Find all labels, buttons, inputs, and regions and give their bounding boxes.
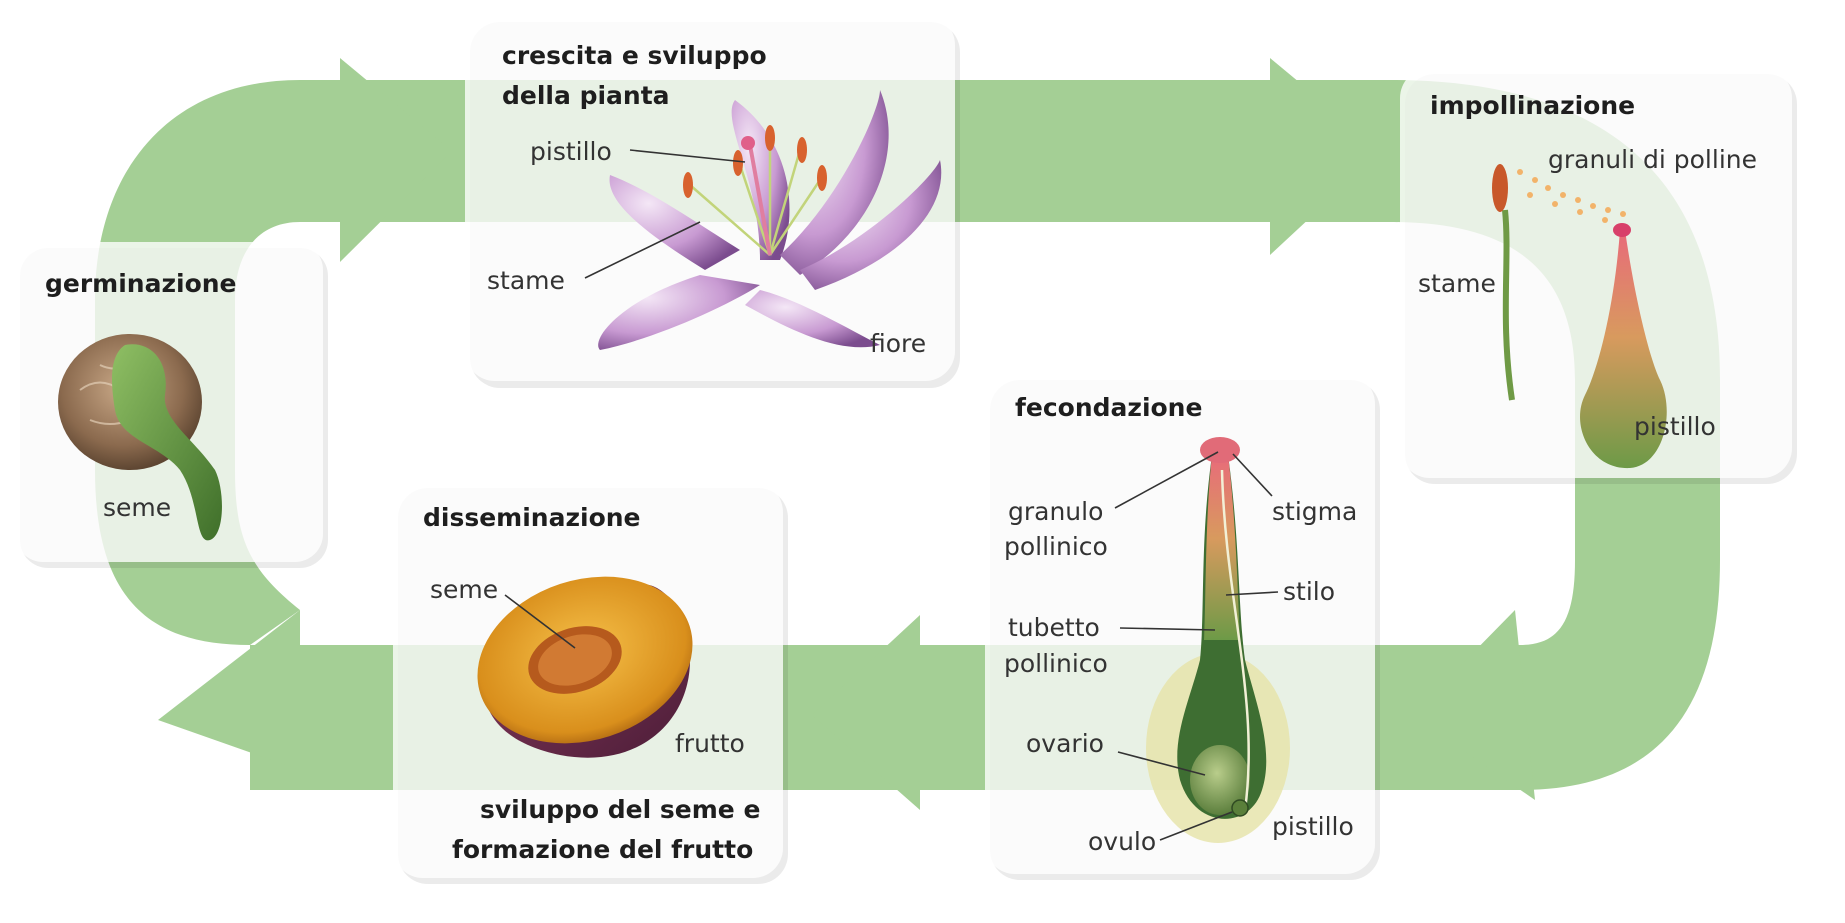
germinazione-seed-label: seme	[103, 493, 171, 522]
card-disseminazione: disseminazione seme frutto sviluppo del …	[393, 482, 788, 884]
disseminazione-fruit-label: frutto	[675, 729, 745, 758]
fecondazione-tube-line1: tubetto	[1008, 613, 1100, 642]
crescita-stamen-label: stame	[487, 266, 565, 295]
fecondazione-pollen-grain-line1: granulo	[1008, 497, 1103, 526]
fecondazione-pollen-grain-line2: pollinico	[1004, 532, 1108, 561]
crescita-title-line2: della pianta	[502, 81, 670, 110]
impollinazione-title: impollinazione	[1430, 91, 1635, 120]
crescita-flower-label: fiore	[870, 329, 926, 358]
sviluppo-title-line1: sviluppo del seme e	[480, 795, 760, 824]
fecondazione-style-label: stilo	[1283, 577, 1335, 606]
impollinazione-pollen-label: granuli di polline	[1548, 145, 1757, 174]
fecondazione-title: fecondazione	[1015, 393, 1202, 422]
card-fecondazione: fecondazione granulo pollinico stigma st…	[985, 374, 1380, 880]
sviluppo-title-line2: formazione del frutto	[452, 835, 753, 864]
impollinazione-pistil-label: pistillo	[1634, 412, 1716, 441]
disseminazione-seed-label: seme	[430, 575, 498, 604]
crescita-title-line1: crescita e sviluppo	[502, 41, 767, 70]
fecondazione-ovule-label: ovulo	[1088, 827, 1156, 856]
fecondazione-pistil-label: pistillo	[1272, 812, 1354, 841]
germinazione-title: germinazione	[45, 269, 237, 298]
fecondazione-tube-line2: pollinico	[1004, 649, 1108, 678]
card-impollinazione: impollinazione granuli di polline stame …	[1400, 68, 1797, 484]
card-germinazione: germinazione seme	[15, 242, 328, 568]
fecondazione-ovary-label: ovario	[1026, 729, 1104, 758]
impollinazione-stamen-label: stame	[1418, 269, 1496, 298]
card-crescita: crescita e sviluppo della pianta	[465, 15, 960, 388]
crescita-pistil-label: pistillo	[530, 137, 612, 166]
disseminazione-title: disseminazione	[423, 503, 641, 532]
fecondazione-stigma-label: stigma	[1272, 497, 1357, 526]
